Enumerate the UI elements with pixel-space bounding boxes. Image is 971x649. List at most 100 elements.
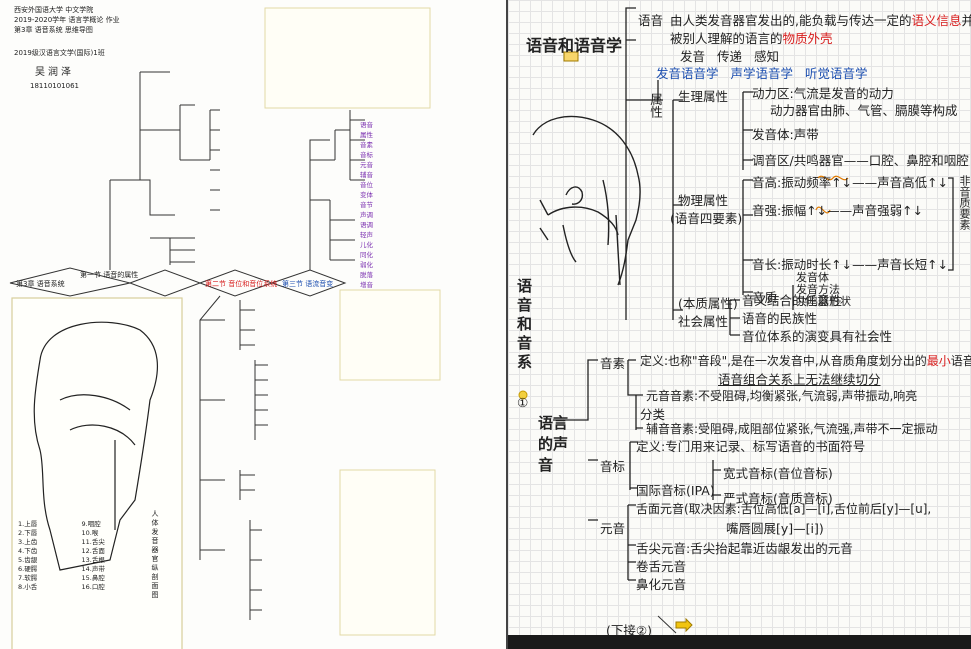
- header-line-4: 2019级汉语言文学(国际)1班: [14, 49, 105, 57]
- organ-legend-item: 8.小舌: [18, 583, 38, 591]
- quality-items: 发音体发音方法共鸣器形状: [796, 272, 851, 308]
- organ-legend-item: 15.鼻腔: [81, 574, 105, 582]
- phoneme-label: 音素: [600, 356, 626, 371]
- small-label-item: 弱化: [360, 261, 373, 269]
- organ-legend-item: 12.舌面: [81, 547, 105, 555]
- power-zone-2: 动力器官由肺、气管、膈膜等构成: [770, 103, 958, 118]
- small-label-item: 脱落: [360, 271, 373, 279]
- side-title: 语音和音系: [515, 278, 533, 373]
- vertical-note: 人体发音器官纵剖面图: [151, 510, 159, 600]
- continue-footer: (下接②): [606, 623, 652, 638]
- chain-node-3: 第二节 音位和音位系统: [205, 280, 278, 288]
- consonant-phoneme-def: 辅音音素:受阻碍,成阻部位紧张,气流强,声带不一定振动: [646, 422, 938, 436]
- vocal-tract-diagram: [532, 115, 641, 286]
- voice-body: 发音体:声带: [752, 127, 819, 142]
- head-diagram: [11, 297, 183, 649]
- small-label-item: 同化: [360, 251, 373, 259]
- organ-legend-item: 13.舌根: [81, 556, 105, 564]
- phonetics-branch: 声学语音学: [730, 66, 794, 81]
- physical-label-2: (语音四要素): [670, 211, 743, 226]
- chain-node-2: 第一节 语音的属性: [80, 271, 139, 279]
- classify-label: 分类: [640, 407, 666, 422]
- student-id: 18110101061: [30, 82, 79, 90]
- physio-label: 生理属性: [678, 89, 729, 104]
- speech-def-label: 语音: [638, 13, 664, 28]
- physical-label: 物理属性: [678, 193, 729, 208]
- retroflex-vowels: 卷舌元音: [636, 559, 687, 574]
- social-items: 音义结合的任意性语音的民族性音位体系的演变具有社会性: [742, 292, 892, 346]
- small-label-item: 声调: [360, 211, 373, 219]
- ipa-label: 音标: [600, 459, 626, 474]
- process-step: 发音: [680, 49, 706, 64]
- organ-legend-item: 7.软腭: [18, 574, 38, 582]
- organ-legend-item: 4.下齿: [18, 547, 38, 555]
- small-label-item: 轻声: [360, 231, 373, 239]
- process-step: 传递: [717, 49, 743, 64]
- ipa-international: 国际音标(IPA): [636, 483, 715, 498]
- social-label-1: (本质属性): [678, 296, 738, 311]
- social-item: 语音的民族性: [742, 311, 818, 326]
- small-label-item: 语音: [360, 121, 373, 129]
- social-item: 音位体系的演变具有社会性: [742, 329, 893, 344]
- organ-legend-item: 16.口腔: [81, 583, 105, 591]
- chain-node-4: 第三节 语流音变: [282, 280, 334, 288]
- vowel-phoneme-def: 元音音素:不受阻碍,均衡紧张,气流弱,声带振动,响亮: [646, 389, 918, 403]
- vowels-label: 元音: [600, 521, 626, 536]
- speech-def-text: 由人类发音器官发出的,能负载与传达一定的语义信息并能: [670, 13, 971, 28]
- organ-legend-item: 14.声带: [81, 565, 105, 573]
- nasal-vowels: 鼻化元音: [636, 577, 687, 592]
- small-label-item: 语调: [360, 221, 373, 229]
- apical-vowels: 舌尖元音:舌尖抬起靠近齿龈发出的元音: [636, 541, 853, 556]
- small-label-item: 增音: [360, 281, 373, 289]
- right-mindmap-lines: [518, 7, 954, 634]
- length: 音长:振动时长↑↓——声音长短↑↓: [752, 257, 949, 272]
- header-line-3: 第3章 语音系统 思维导图: [14, 26, 93, 34]
- small-labels: 语音属性音素音标元音辅音音位变体音节声调语调轻声儿化同化弱化脱落增音: [360, 120, 470, 290]
- ipa-broad: 宽式音标(音位音标): [723, 466, 833, 481]
- attribute-label: 属性: [648, 93, 663, 118]
- phoneme-definition: 定义:也称"音段",是在一次发音中,从音质角度划分出的最小语音单位: [640, 354, 971, 368]
- small-label-item: 音节: [360, 201, 373, 209]
- phonetics-branch: 发音语音学: [656, 66, 719, 81]
- small-label-item: 儿化: [360, 241, 373, 249]
- header-line-2: 2019-2020学年 语言学概论 作业: [14, 16, 120, 24]
- lip-rounding: 嘴唇圆展[y]—[i]): [726, 521, 824, 536]
- chain-node-1: 第3章 语音系统: [16, 280, 65, 288]
- speech-process: 发音传递感知: [680, 46, 779, 65]
- small-label-item: 属性: [360, 131, 373, 139]
- power-zone: 动力区:气流是发音的动力: [752, 86, 894, 101]
- phonetics-branch: 听觉语音学: [805, 66, 868, 81]
- small-label-item: 音位: [360, 181, 373, 189]
- ipa-narrow: 严式音标(音质音标): [723, 491, 833, 506]
- quality-item: 发音方法: [796, 283, 840, 296]
- tongue-front-vowels: 舌面元音(取决因素:舌位高低[a]—[i],舌位前后[y]—[u],: [636, 502, 932, 516]
- small-label-item: 音标: [360, 151, 373, 159]
- small-label-item: 变体: [360, 191, 373, 199]
- social-item: 音义结合的任意性: [742, 293, 843, 308]
- left-mindmap-page: 西安外国语大学 中文学院 2019-2020学年 语言学概论 作业 第3章 语音…: [9, 6, 470, 649]
- non-quality-label: 非音质要素: [958, 175, 971, 230]
- lightbulb-icon: [518, 390, 528, 400]
- root-title: 语音和语音学: [526, 36, 623, 55]
- book-icon: [563, 51, 579, 62]
- quality-label: 音质: [752, 290, 778, 305]
- phonetics-branches: 发音语音学声学语音学听觉语音学: [656, 63, 868, 82]
- organ-legend-item: 2.下唇: [18, 529, 38, 537]
- organ-legend-item: 6.硬腭: [18, 565, 38, 573]
- organ-legend-item: 1.上唇: [18, 520, 38, 528]
- organ-legend-item: 5.齿龈: [18, 556, 38, 564]
- process-step: 感知: [754, 49, 780, 64]
- organ-legend-item: 3.上齿: [18, 538, 38, 546]
- intensity: 音强:振幅↑↓——声音强弱↑↓: [752, 203, 924, 218]
- left-mindmap-lines: [9, 7, 441, 649]
- right-mindmap-page: 语音和语音学 语音 由人类发音器官发出的,能负载与传达一定的语义信息并能 被别人…: [506, 0, 971, 649]
- organ-legend-item: 11.舌尖: [81, 538, 105, 546]
- bottom-edge: [508, 635, 971, 649]
- social-label-2: 社会属性: [678, 314, 729, 329]
- ipa-definition: 定义:专门用来记录、标写语音的书面符号: [636, 439, 866, 454]
- language-sound: 语言的声音: [538, 414, 569, 474]
- small-label-item: 元音: [360, 161, 373, 169]
- arrow-right-icon: [675, 617, 693, 633]
- organ-legend-item: 9.咽腔: [81, 520, 101, 528]
